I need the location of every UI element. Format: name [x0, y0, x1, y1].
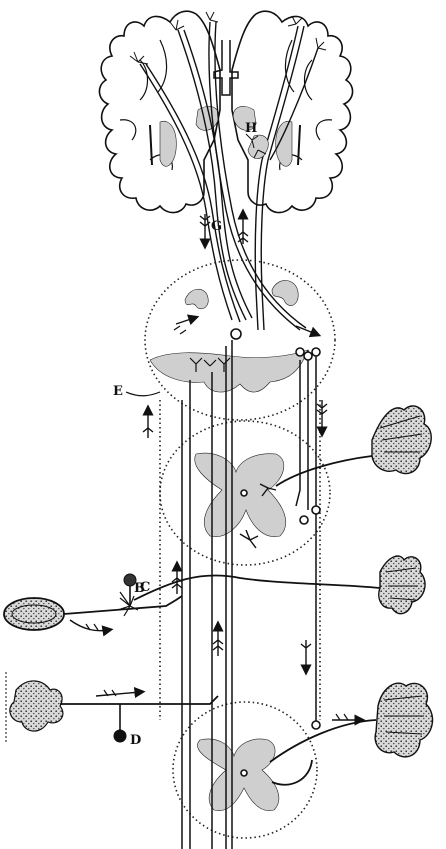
label-D: D [130, 733, 141, 748]
label-G: G [211, 219, 222, 234]
spinal-cord-outline [160, 400, 320, 720]
spinal-segment-upper [160, 421, 330, 565]
medulla-section [145, 260, 335, 420]
ganglion-D [114, 730, 126, 742]
label-E-leader [126, 392, 160, 396]
label-H: H [245, 121, 257, 136]
label-C: C [140, 580, 150, 595]
ganglion-C [124, 574, 136, 586]
spinal-segment-lower [173, 702, 317, 838]
muscle-lower-right [270, 683, 433, 785]
muscle-upper-right [260, 406, 431, 496]
sensory-organ-left [4, 580, 182, 631]
label-E: E [113, 384, 123, 399]
brain-cross-section [99, 11, 352, 212]
